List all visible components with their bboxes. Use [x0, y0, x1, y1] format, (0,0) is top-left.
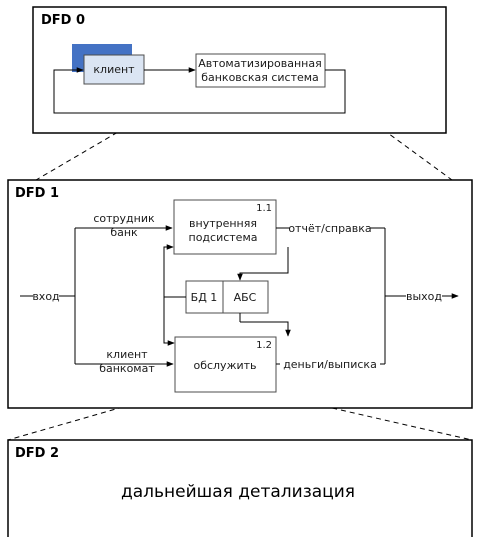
- process-1-1-line2: подсистема: [189, 231, 258, 244]
- dfd1-title: DFD 1: [15, 186, 59, 201]
- dfd1-flow-labels: вход выход сотрудник банк клиент банкома…: [32, 212, 442, 375]
- system-label-line2: банковская система: [201, 71, 319, 84]
- dfd2-detail-text: дальнейшая детализация: [121, 482, 355, 502]
- flow-input-label: вход: [32, 290, 60, 303]
- data-store: БД 1 АБС: [185, 280, 269, 314]
- dfd1-panel: DFD 1 1.1 внутренняя подсистема БД 1 АБС…: [7, 179, 473, 409]
- dfd2-panel: DFD 2 дальнейшая детализация: [7, 439, 473, 537]
- flow-client-line2: банкомат: [99, 362, 155, 375]
- dfd0-panel: DFD 0 клиент Автоматизированная банковск…: [32, 6, 447, 134]
- process-internal-subsystem: 1.1 внутренняя подсистема: [173, 199, 277, 255]
- process-1-1-line1: внутренняя: [189, 217, 257, 230]
- client-entity-label: клиент: [93, 63, 135, 76]
- flow-output-label: выход: [406, 290, 442, 303]
- flow-money-label: деньги/выписка: [283, 358, 377, 371]
- data-store-id: БД 1: [191, 291, 218, 304]
- process-1-2-line1: обслужить: [193, 359, 256, 372]
- dfd2-title: DFD 2: [15, 446, 59, 461]
- flow-employee-line1: сотрудник: [93, 212, 155, 225]
- process-serve: 1.2 обслужить: [174, 336, 277, 393]
- flow-client-line1: клиент: [106, 348, 148, 361]
- flow-report-label: отчёт/справка: [288, 222, 371, 235]
- dfd0-title: DFD 0: [41, 13, 85, 28]
- process-1-2-number: 1.2: [256, 340, 272, 351]
- banking-system-process: Автоматизированная банковская система: [195, 53, 326, 88]
- system-label-line1: Автоматизированная: [198, 57, 321, 70]
- process-1-1-number: 1.1: [256, 203, 272, 214]
- dfd0-flows: [53, 67, 346, 114]
- data-store-name: АБС: [234, 291, 257, 304]
- flow-employee-line2: банк: [110, 226, 138, 239]
